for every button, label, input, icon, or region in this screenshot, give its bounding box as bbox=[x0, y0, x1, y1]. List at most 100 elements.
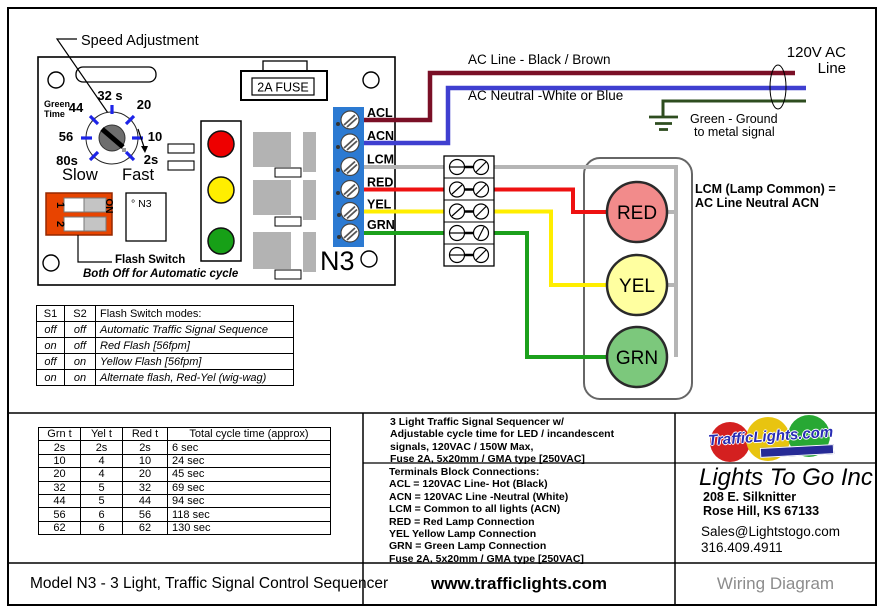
terminal-line: ACL = 120VAC Line- Hot (Black) bbox=[389, 478, 548, 491]
speed-callout-line bbox=[55, 38, 109, 114]
red-lamp-label: RED bbox=[617, 203, 657, 224]
terminal-rows[interactable] bbox=[448, 158, 490, 264]
company-address: 208 E. Silknitter Rose Hill, KS 67133 bbox=[703, 490, 819, 518]
dip-on-label: ON bbox=[103, 199, 114, 214]
company-phone: 316.409.4911 bbox=[701, 539, 783, 555]
signal-terminal-block[interactable] bbox=[443, 155, 495, 267]
screw-slots bbox=[343, 114, 358, 241]
green-lamp bbox=[605, 325, 669, 389]
table-row: 20 4 20 45 sec bbox=[38, 467, 331, 482]
flash-switch-note: Both Off for Automatic cycle bbox=[83, 268, 239, 280]
red-lamp bbox=[605, 180, 669, 244]
description-line: Fuse 2A, 5x20mm / GMA type [250VAC] bbox=[390, 453, 585, 466]
table-row: on on Alternate flash, Red-Yel (wig-wag) bbox=[36, 369, 294, 386]
flash-switch-callout: Flash Switch Both Off for Automatic cycl… bbox=[77, 235, 239, 280]
ground-annotation: Green - Ground to metal signal bbox=[690, 112, 778, 139]
board-terminal-block[interactable] bbox=[333, 107, 364, 247]
page-frame bbox=[7, 7, 877, 606]
company-email: Sales@Lightstogo.com bbox=[701, 524, 841, 539]
chip-label: ° N3 bbox=[131, 198, 152, 210]
table-row: 2s 2s 2s 6 sec bbox=[38, 440, 331, 455]
svg-text:120V AC: 120V AC bbox=[787, 44, 846, 61]
terminal-line: ACN = 120VAC Line -Neutral (White) bbox=[389, 490, 569, 503]
table-row: 56 6 56 118 sec bbox=[38, 507, 331, 522]
table-row: 44 5 44 94 sec bbox=[38, 493, 331, 509]
resistor bbox=[75, 66, 157, 83]
flash-dip-switch[interactable]: 1 2 ON bbox=[45, 192, 114, 236]
dip-2-label: 2 bbox=[54, 221, 66, 227]
ground-wire bbox=[661, 99, 806, 116]
table-row: 10 4 10 24 sec bbox=[38, 453, 331, 469]
signal-lamps: RED YEL GRN bbox=[605, 180, 669, 389]
svg-text:to metal signal: to metal signal bbox=[694, 125, 775, 139]
ic-chip: ° N3 bbox=[125, 192, 167, 242]
dip-slider-1[interactable] bbox=[63, 197, 85, 213]
fuse-label: 2A FUSE bbox=[257, 81, 308, 95]
relay-components bbox=[253, 132, 316, 272]
footer-doc-type: Wiring Diagram bbox=[716, 574, 835, 593]
terminal-line: YEL Yellow Lamp Connection bbox=[389, 528, 537, 541]
svg-text:10: 10 bbox=[148, 129, 162, 144]
svg-text:32 s: 32 s bbox=[97, 88, 122, 103]
yellow-led bbox=[207, 176, 235, 204]
svg-text:Green: Green bbox=[44, 99, 70, 109]
svg-text:Time: Time bbox=[44, 109, 65, 119]
cable-bundle-loop bbox=[769, 64, 787, 110]
yellow-lamp-label: YEL bbox=[619, 276, 655, 297]
description-line: 3 Light Traffic Signal Sequencer w/ bbox=[390, 416, 564, 428]
table-row: 62 6 62 130 sec bbox=[38, 520, 331, 536]
board-model-label: N3 bbox=[320, 246, 355, 276]
address-line: 208 E. Silknitter bbox=[703, 490, 797, 504]
table-row: off on Yellow Flash [56fpm] bbox=[36, 353, 294, 370]
supply-label: 120V AC Line bbox=[787, 44, 846, 77]
fuse-holder: 2A FUSE bbox=[240, 60, 328, 101]
slow-label: Slow bbox=[62, 166, 98, 184]
dial-scale-labels: 32 s 20 10 2s 44 56 80s bbox=[56, 88, 162, 168]
footer-website: www.trafficlights.com bbox=[430, 574, 607, 593]
dip-slider-2[interactable] bbox=[63, 216, 85, 232]
svg-text:GRN: GRN bbox=[367, 218, 395, 232]
ac-neutral-wire bbox=[364, 85, 806, 146]
speed-adjustment-label: Speed Adjustment bbox=[81, 33, 199, 49]
col-header: S1 bbox=[36, 305, 65, 322]
speed-adjustment-dial[interactable]: Speed Adjustment 32 s 20 10 2s 44 56 80s… bbox=[44, 33, 199, 184]
flash-switch-title: Flash Switch bbox=[115, 254, 185, 266]
green-lamp-label: GRN bbox=[616, 348, 658, 369]
svg-text:RED: RED bbox=[367, 176, 393, 190]
terminal-labels: ACL ACN LCM RED YEL GRN bbox=[367, 106, 395, 232]
product-description: 3 Light Traffic Signal Sequencer w/ Adju… bbox=[390, 416, 614, 466]
company-contact: Sales@Lightstogo.com 316.409.4911 bbox=[701, 524, 840, 555]
col-header: Total cycle time (approx) bbox=[167, 426, 331, 442]
svg-text:56: 56 bbox=[59, 129, 73, 144]
ground-symbol bbox=[649, 115, 678, 131]
terminal-line: Fuse 2A, 5x20mm / GMA type [250VAC] bbox=[389, 552, 584, 565]
address-line: Rose Hill, KS 67133 bbox=[703, 504, 820, 518]
dip-1-label: 1 bbox=[54, 202, 66, 208]
ac-line-wire bbox=[364, 70, 795, 123]
trafficlights-logo: TrafficLights.com bbox=[708, 415, 835, 462]
svg-text:Line: Line bbox=[818, 60, 846, 77]
yellow-lamp bbox=[605, 253, 669, 317]
fast-label: Fast bbox=[122, 166, 155, 184]
ac-neutral-annotation: AC Neutral -White or Blue bbox=[468, 88, 623, 103]
dial-knob-slot bbox=[100, 127, 125, 149]
col-header: Red t bbox=[122, 426, 168, 442]
terminal-line: LCM = Common to all lights (ACN) bbox=[389, 503, 561, 516]
terminal-connections: Terminals Block Connections: ACL = 120VA… bbox=[389, 466, 584, 565]
table-row: off off Automatic Traffic Signal Sequenc… bbox=[36, 321, 294, 338]
lcm-note: LCM (Lamp Common) = AC Line Neutral ACN bbox=[695, 182, 836, 210]
col-header: S2 bbox=[64, 305, 96, 322]
table-row: 32 5 32 69 sec bbox=[38, 480, 331, 495]
jumper-components bbox=[274, 167, 302, 280]
ac-line-annotation: AC Line - Black / Brown bbox=[468, 52, 611, 67]
flash-switch-modes-table: S1 S2 Flash Switch modes: off off Automa… bbox=[36, 305, 294, 386]
svg-text:ACL: ACL bbox=[367, 106, 393, 120]
green-time-label: Green Time bbox=[44, 99, 70, 119]
svg-text:ACN: ACN bbox=[367, 129, 394, 143]
mounting-holes bbox=[42, 71, 380, 272]
svg-text:YEL: YEL bbox=[367, 198, 392, 212]
col-header: Flash Switch modes: bbox=[95, 305, 294, 322]
led-strip bbox=[200, 120, 242, 262]
